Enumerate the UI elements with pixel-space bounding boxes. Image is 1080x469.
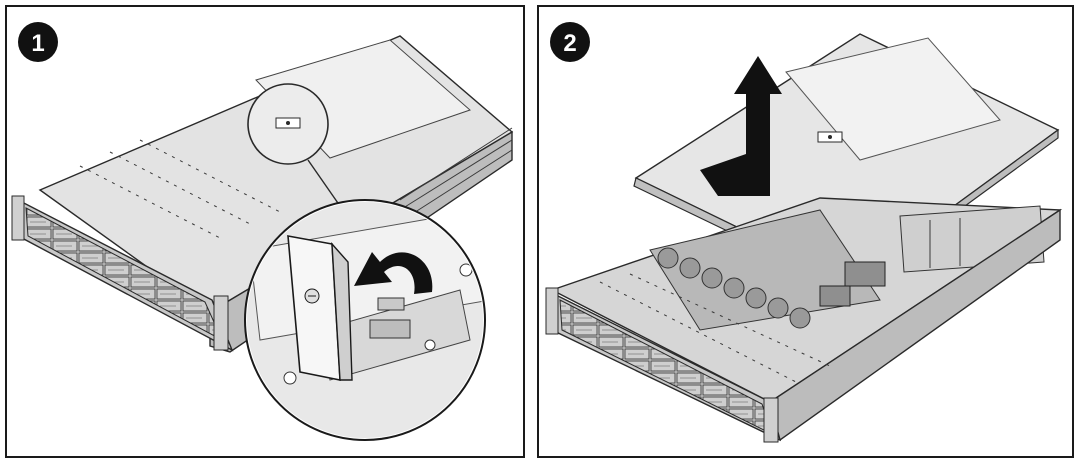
step-2-panel: 2 (537, 5, 1074, 458)
curved-arrow-icon (354, 252, 433, 294)
latch-detail-callout (247, 83, 341, 207)
up-arrow-icon (700, 56, 782, 196)
step-1-panel: 1 (5, 5, 525, 458)
step-2-badge: 2 (550, 22, 590, 62)
server-chassis-open (545, 197, 1063, 443)
step-1-number: 1 (31, 30, 44, 57)
step-2-number: 2 (563, 30, 576, 57)
step-1-badge: 1 (18, 22, 58, 62)
magnified-latch-view (244, 199, 486, 441)
